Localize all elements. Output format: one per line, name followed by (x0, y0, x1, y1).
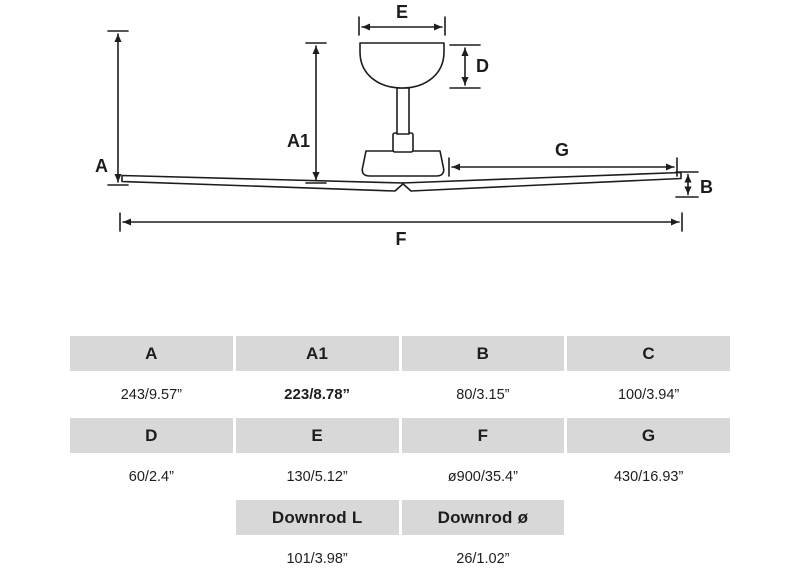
dimension-label-e: E (396, 2, 408, 22)
dimension-line-e (358, 16, 446, 36)
fan-blade-right (401, 171, 682, 192)
fan-blade-left (121, 174, 405, 192)
fan-motor-housing (361, 150, 445, 177)
table-value-row-2: 60/2.4” 130/5.12” ø900/35.4” 430/16.93” (70, 453, 730, 500)
table-value-downrod-dia: 26/1.02” (456, 550, 510, 567)
fan-diagram-svg: E D A1 A G B F (95, 2, 713, 249)
table-header-b: B (401, 336, 565, 371)
fan-rod-coupler (392, 132, 414, 153)
dimension-line-a1 (305, 42, 327, 184)
dimension-line-b (675, 171, 699, 198)
table-header-c: C (567, 336, 730, 371)
table-header-row-downrod: Downrod L Downrod ø (70, 500, 730, 535)
dimension-line-d (449, 44, 481, 89)
fan-canopy (359, 42, 445, 89)
fan-dimension-diagram: E D A1 A G B F (95, 2, 713, 249)
table-header-downrod-dia: Downrod ø (401, 500, 565, 535)
dimension-label-a1: A1 (287, 131, 310, 151)
table-value-f: ø900/35.4” (447, 468, 518, 485)
table-header-f: F (401, 418, 565, 453)
fan-downrod (396, 87, 410, 135)
table-value-downrod-l: 101/3.98” (286, 550, 348, 567)
dimension-line-a (107, 30, 129, 186)
table-header-d: D (70, 418, 233, 453)
dimensions-table: A A1 B C 243/9.57” 223/8.78” 80/3.15” 10… (70, 336, 730, 582)
table-header-e: E (235, 418, 399, 453)
table-value-c: 100/3.94” (617, 386, 680, 403)
table-value-d: 60/2.4” (128, 468, 174, 485)
table-header-downrod-l: Downrod L (235, 500, 399, 535)
table-value-e: 130/5.12” (286, 468, 348, 485)
dimension-label-b: B (700, 177, 713, 197)
table-header-g: G (567, 418, 730, 453)
table-value-b: 80/3.15” (456, 386, 510, 403)
dimension-line-f (119, 212, 683, 232)
table-header-row-2: D E F G (70, 418, 730, 453)
table-value-a: 243/9.57” (120, 386, 183, 403)
table-header-a: A (70, 336, 233, 371)
table-header-a1: A1 (235, 336, 399, 371)
table-value-g: 430/16.93” (613, 468, 684, 485)
dimension-label-g: G (555, 140, 569, 160)
table-header-row-1: A A1 B C (70, 336, 730, 371)
dimension-label-f: F (396, 229, 407, 249)
table-value-row-downrod: 101/3.98” 26/1.02” (70, 535, 730, 582)
table-value-row-1: 243/9.57” 223/8.78” 80/3.15” 100/3.94” (70, 371, 730, 418)
dimension-line-g (448, 157, 678, 177)
dimension-label-d: D (476, 56, 489, 76)
table-value-a1: 223/8.78” (284, 386, 351, 403)
dimension-label-a: A (95, 156, 108, 176)
